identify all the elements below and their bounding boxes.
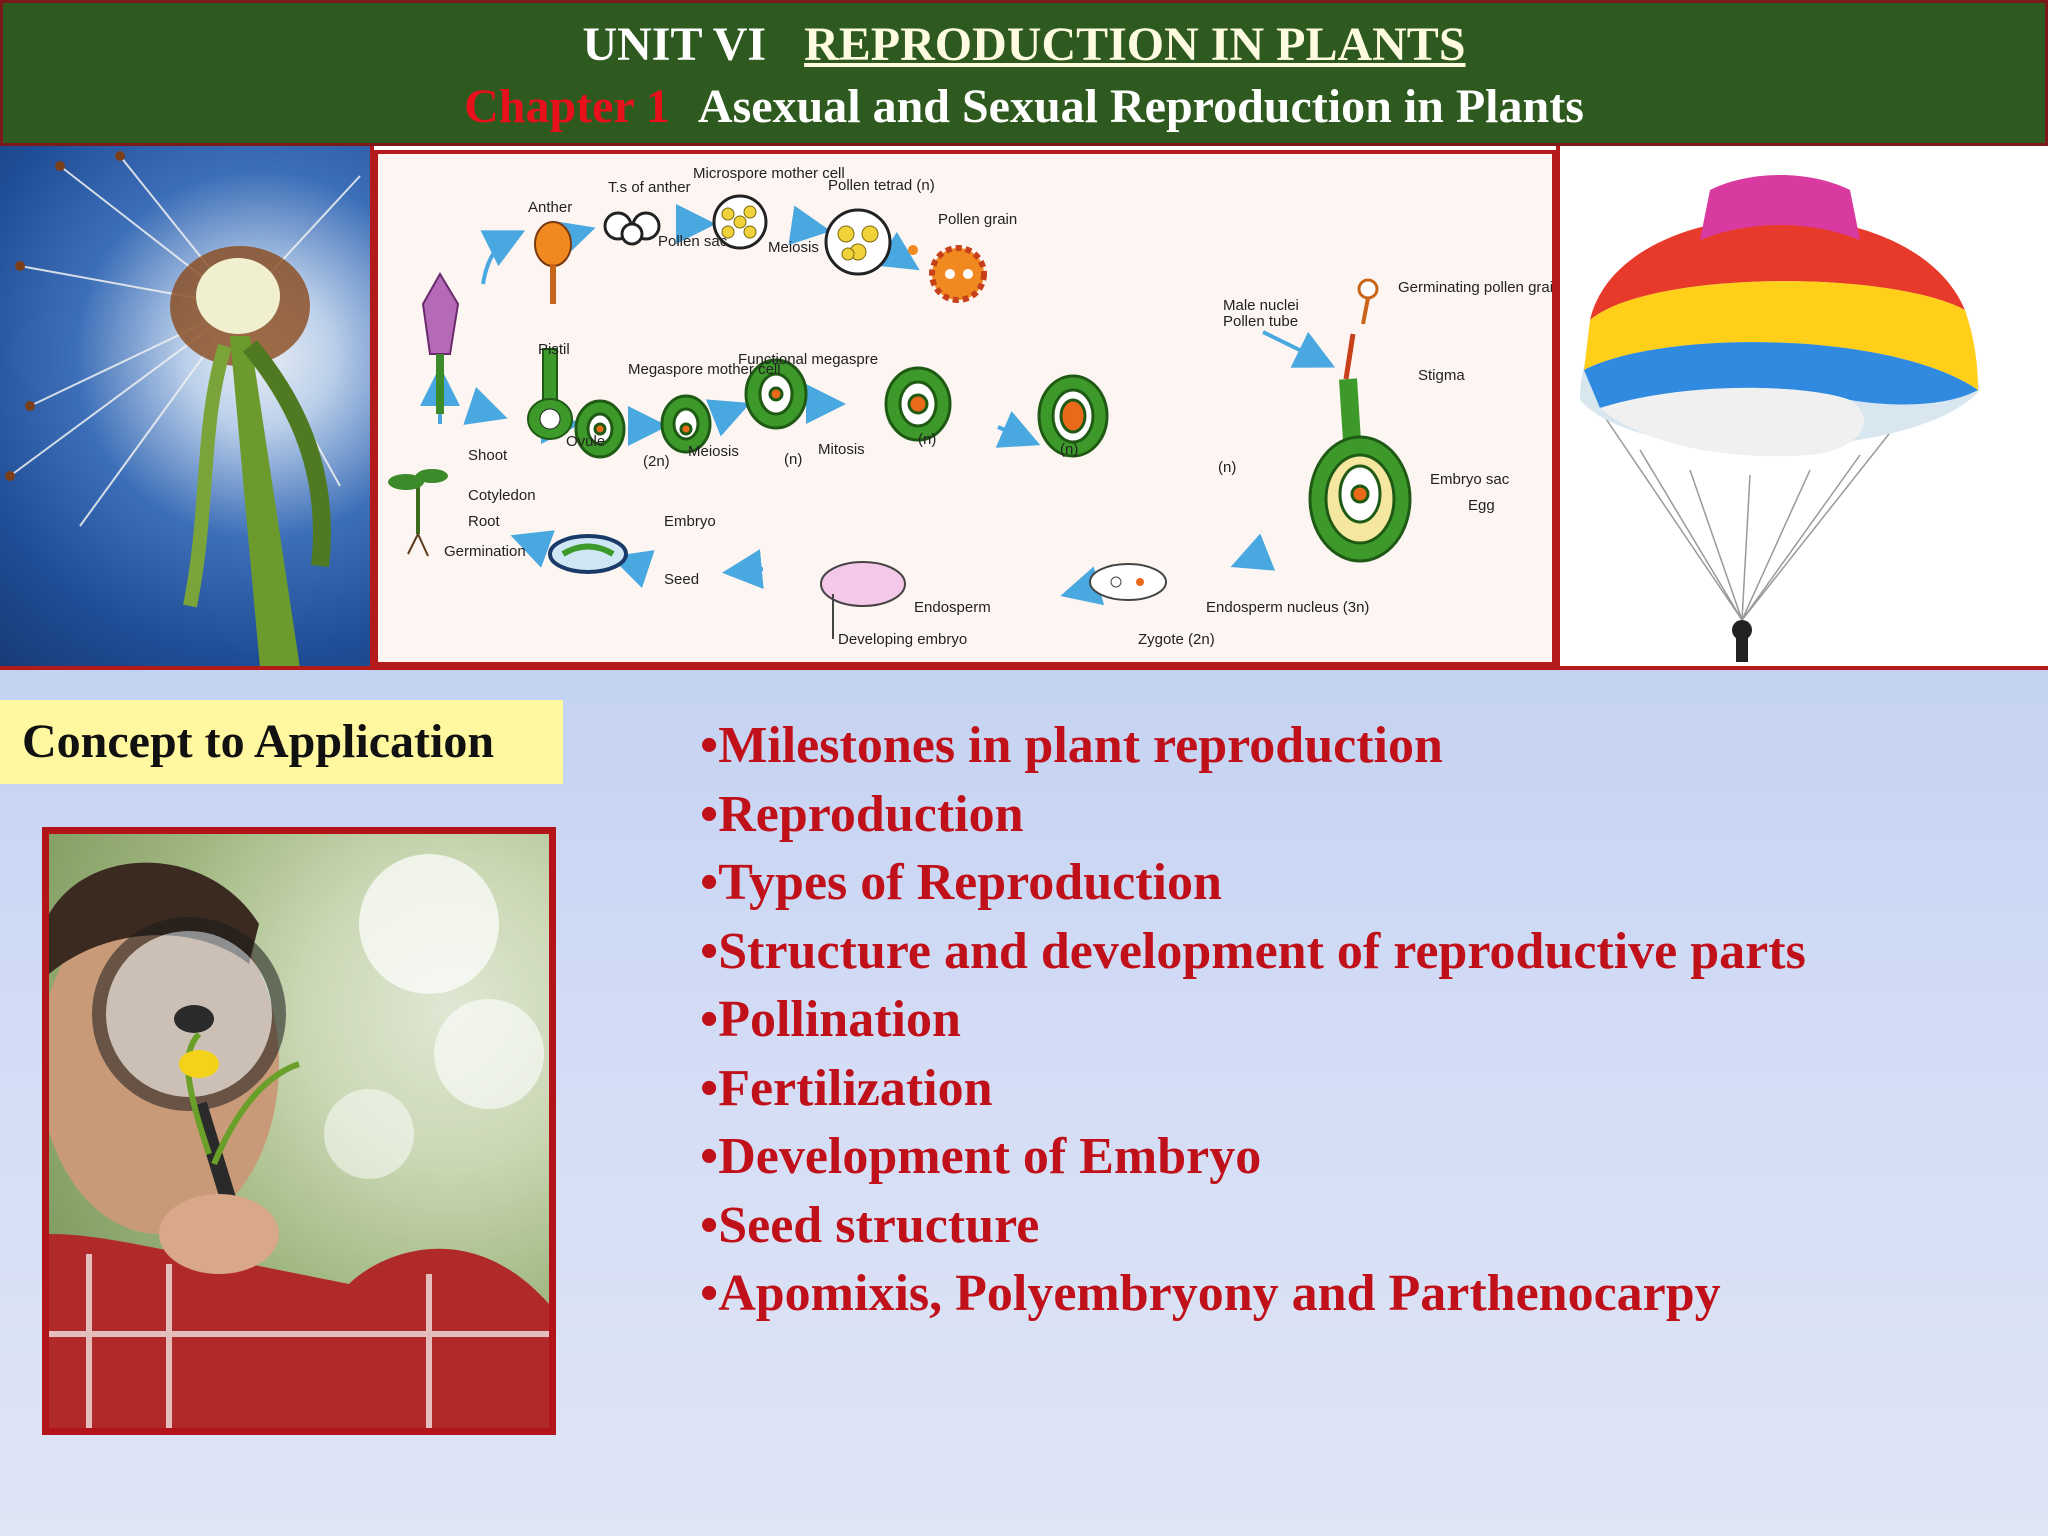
label-pistil: Pistil [538,341,570,358]
pollen-grain-icon [908,245,987,303]
label-n3: (n) [1060,441,1078,458]
boy-magnifier-photo [42,827,556,1435]
label-germinating: Germinating pollen grain [1398,279,1552,296]
fertilization-pistil-icon [1308,333,1412,563]
label-embryo-sac: Embryo sac [1430,471,1510,488]
label-2n: (2n) [643,453,670,470]
germinating-pollen-icon [1357,278,1379,325]
ts-anther-icon [603,211,661,246]
label-megaspore: Megaspore mother cell [628,361,781,378]
label-seed: Seed [664,571,699,588]
topic-item: •Apomixis, Polyembryony and Parthenocarp… [700,1265,1721,1322]
label-ts-anther: T.s of anther [608,179,691,196]
anther-icon [534,221,572,304]
unit-title: REPRODUCTION IN PLANTS [804,18,1466,71]
label-endosperm: Endosperm [914,599,991,616]
chapter-line: Chapter 1 Asexual and Sexual Reproduction… [3,77,2045,137]
label-root: Root [468,513,501,530]
label-germination: Germination [444,543,526,560]
unit-label: UNIT VI [582,18,767,71]
topic-item: •Seed structure [700,1196,1040,1254]
label-functional: Functional megaspre [738,351,878,368]
label-zygote: Zygote (2n) [1138,631,1215,648]
topic-item: •Milestones in plant reproduction [700,717,1443,774]
label-cotyledon: Cotyledon [468,487,536,504]
title-banner: UNIT VI REPRODUCTION IN PLANTS Chapter 1 A… [0,0,2048,146]
unit-line: UNIT VI REPRODUCTION IN PLANTS [3,15,2045,75]
seed-icon [548,534,628,574]
label-egg: Egg [1468,497,1495,514]
label-mitosis: Mitosis [818,441,865,458]
label-n1: (n) [784,451,802,468]
label-ovule: Ovule [566,433,605,450]
label-endosperm-nucleus: Endosperm nucleus (3n) [1206,599,1369,616]
label-pollen-sac: Pollen sac [658,233,728,250]
boy-illustration [49,834,549,1428]
endosperm-icon [1089,563,1167,601]
label-shoot: Shoot [468,447,508,464]
flower-icon [421,272,460,414]
concept-to-application-label: Concept to Application [0,700,563,784]
label-anther: Anther [528,199,572,216]
label-meiosis-top: Meiosis [768,239,819,256]
diagram-svg: Anther T.s of anther Pollen sac Microspo… [388,165,1561,648]
topic-item: •Development of Embryo [700,1128,1262,1185]
dandelion-illustration [5,151,361,668]
divider-left [370,146,374,670]
topics-list: •Milestones in plant reproduction •Repro… [700,712,1806,1329]
microspore-icon [712,194,768,250]
strip-bottom-border [0,666,2048,670]
label-n4: (n) [1218,459,1236,476]
label-meiosis-mid: Meiosis [688,443,739,460]
pollen-tetrad-icon [824,208,892,276]
topic-item: •Fertilization [700,1059,993,1117]
label-pollen-grain: Pollen grain [938,211,1017,228]
dandelion-photo [0,146,370,668]
ovule-stage-icons [574,358,1109,459]
pistil-icon [527,348,573,440]
label-pollen-tetrad: Pollen tetrad (n) [828,177,935,194]
parachute-image [1560,150,2048,666]
label-pollen-tube: Pollen tube [1223,313,1298,330]
topic-item: •Pollination [700,991,961,1048]
topic-item: •Reproduction [700,785,1024,843]
developing-embryo-icon [820,561,906,639]
chapter-title: Asexual and Sexual Reproduction in Plant… [697,80,1584,133]
label-n2: (n) [918,431,936,448]
label-male-nuclei: Male nuclei [1223,297,1299,314]
divider-right [1556,146,1560,670]
topic-item: •Types of Reproduction [700,854,1222,911]
parachute-illustration [1580,175,1980,662]
chapter-label: Chapter 1 [464,80,670,133]
label-developing-embryo: Developing embryo [838,631,967,648]
concept-label-text: Concept to Application [22,715,495,768]
topic-item: •Structure and development of reproducti… [700,922,1806,980]
label-stigma: Stigma [1418,367,1465,384]
label-embryo: Embryo [664,513,716,530]
seedling-icon [388,469,448,557]
label-microspore: Microspore mother cell [693,165,845,182]
life-cycle-diagram: Anther T.s of anther Pollen sac Microspo… [374,150,1561,666]
